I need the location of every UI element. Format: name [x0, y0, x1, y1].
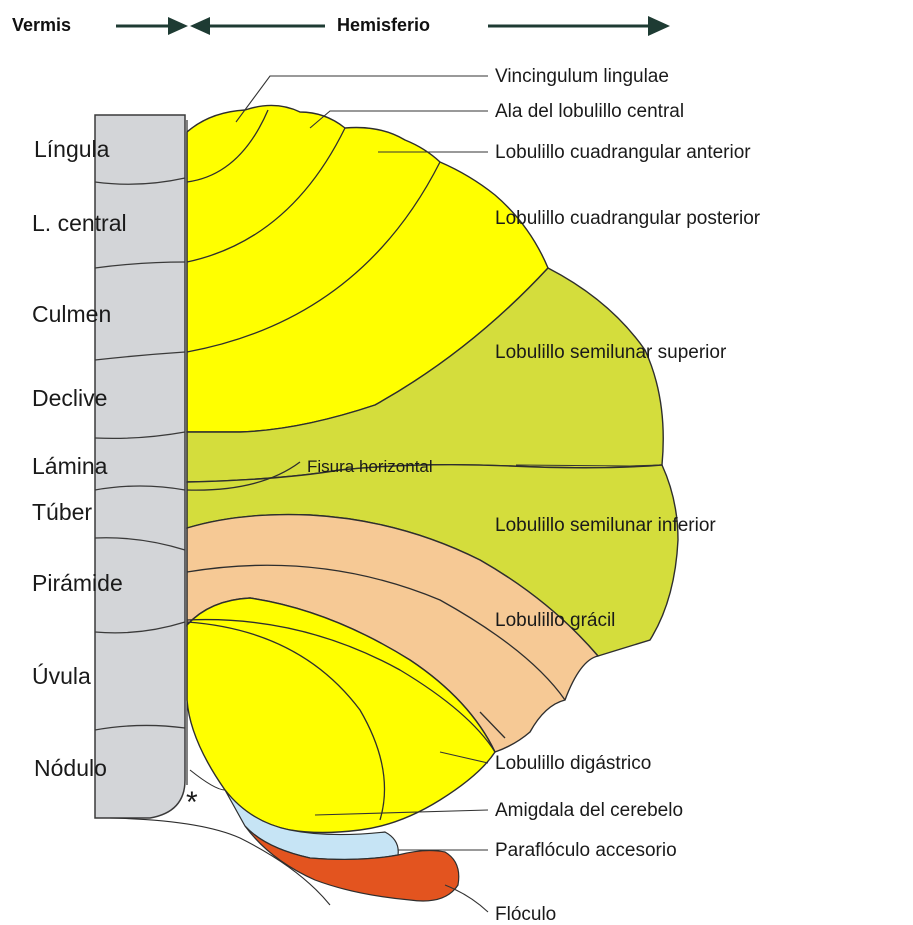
label-paraflocculo: Paraflóculo accesorio [495, 840, 677, 861]
vermis-header: Vermis [12, 15, 71, 35]
header-arrows: Vermis Hemisferio [12, 15, 670, 36]
label-flocculo: Flóculo [495, 904, 556, 925]
vermis-label-nodulo: Nódulo [34, 755, 107, 781]
label-amigdala: Amigdala del cerebelo [495, 800, 683, 821]
vermis-label-central: L. central [32, 210, 127, 236]
label-cuadrangular-posterior: Lobulillo cuadrangular posterior [495, 208, 761, 229]
arrow-right-icon [648, 16, 670, 36]
label-digastrico: Lobulillo digástrico [495, 753, 651, 774]
label-ala-lobulillo-central: Ala del lobulillo central [495, 101, 684, 122]
arrow-right-icon [168, 17, 188, 35]
vermis-label-piramide: Pirámide [32, 570, 123, 596]
vermis-label-lingula: Língula [34, 136, 110, 162]
vermis-label-culmen: Culmen [32, 301, 111, 327]
label-fisura-horizontal: Fisura horizontal [307, 457, 433, 476]
hemisferio-header: Hemisferio [337, 15, 430, 35]
label-gracil: Lobulillo grácil [495, 610, 615, 631]
asterisk-mark: * [186, 786, 198, 819]
label-semilunar-inferior: Lobulillo semilunar inferior [495, 515, 716, 536]
vermis-label-declive: Declive [32, 385, 107, 411]
vermis-label-uvula: Úvula [32, 663, 91, 689]
label-vincingulum: Vincingulum lingulae [495, 66, 669, 87]
vermis-label-tuber: Túber [32, 499, 92, 525]
vermis-label-lamina: Lámina [32, 453, 108, 479]
label-cuadrangular-anterior: Lobulillo cuadrangular anterior [495, 142, 751, 163]
label-semilunar-superior: Lobulillo semilunar superior [495, 342, 727, 363]
